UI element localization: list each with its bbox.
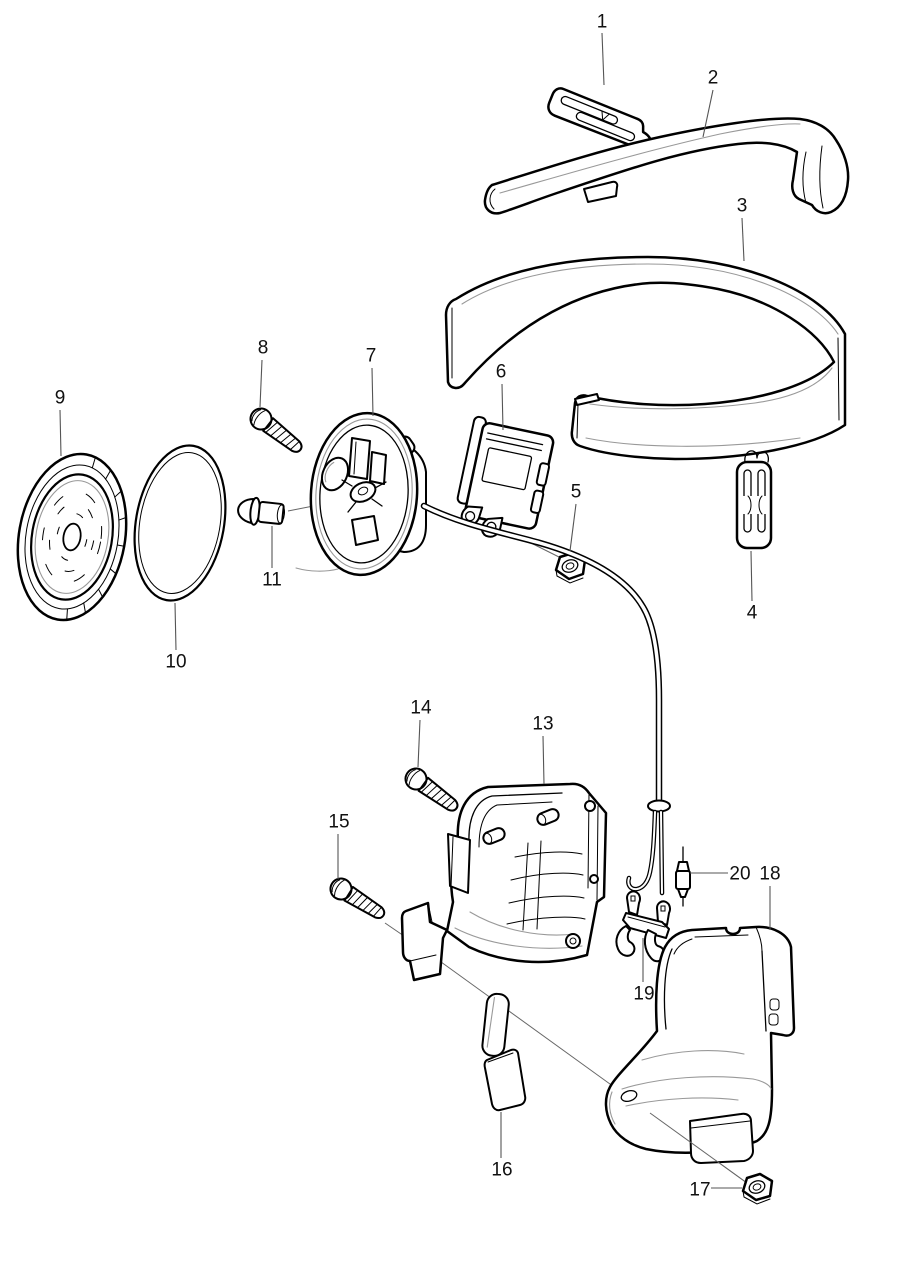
callout-label-8: 8 <box>258 338 269 359</box>
leader-line-9 <box>59 409 62 457</box>
leader-line-2 <box>702 89 714 138</box>
part-7-lamp-housing-assembly <box>287 411 427 577</box>
callout-label-14: 14 <box>410 698 432 719</box>
callout-label-15: 15 <box>328 812 349 833</box>
leader-line-8 <box>259 359 263 408</box>
callout-label-19: 19 <box>633 984 654 1005</box>
cable-grommet <box>647 799 671 813</box>
callout-label-17: 17 <box>689 1180 710 1201</box>
assembly-line-screw15 <box>384 922 405 937</box>
leader-line-14 <box>417 719 421 768</box>
part-19-wire-clip <box>615 890 671 963</box>
part-17-hex-nut-lower <box>741 1172 774 1205</box>
part-9-knurled-lens-ring <box>5 445 138 628</box>
part-10-o-ring-seal <box>123 438 237 608</box>
part-2-upper-headband-strap <box>483 117 850 215</box>
callout-layer: 1 2 3 4 5 6 7 8 9 10 11 13 14 15 16 17 18 19 20 <box>55 12 781 1201</box>
knurl-ticks <box>66 457 139 627</box>
callout-label-10: 10 <box>165 652 186 673</box>
callout-label-18: 18 <box>759 864 780 885</box>
leader-line-4 <box>750 550 753 602</box>
callout-label-2: 2 <box>708 68 719 89</box>
callout-label-16: 16 <box>491 1160 512 1181</box>
callout-label-1: 1 <box>597 12 608 33</box>
leader-line-3 <box>741 217 745 262</box>
part-13-switch-housing <box>400 782 608 982</box>
assembly-axis-line-over-cover <box>649 1112 748 1184</box>
part-4-strap-slide-buckle <box>735 450 773 550</box>
part-8-screw-upper <box>245 403 308 460</box>
leader-line-5 <box>569 503 577 552</box>
callout-label-13: 13 <box>532 714 553 735</box>
callout-label-3: 3 <box>737 196 748 217</box>
leader-line-1 <box>601 32 605 86</box>
part-11-contact-plug <box>237 496 286 526</box>
callout-label-9: 9 <box>55 388 66 409</box>
leader-line-10 <box>174 602 177 651</box>
callout-label-11: 11 <box>262 570 282 591</box>
lamp-wire-cable <box>420 502 671 896</box>
part-14-screw-middle <box>400 763 464 818</box>
part-15-screw-lower <box>325 873 390 926</box>
callout-label-7: 7 <box>366 346 377 367</box>
callout-label-6: 6 <box>496 362 507 383</box>
leader-line-6 <box>501 383 504 431</box>
part-3-headband-ring <box>444 255 847 461</box>
callout-label-4: 4 <box>747 603 758 624</box>
part-16-spring-strap <box>481 992 527 1112</box>
callout-label-5: 5 <box>571 482 582 503</box>
part-1-slotted-buckle-plate <box>547 87 652 151</box>
part-20-inline-connector <box>675 846 691 907</box>
leader-line-7 <box>371 367 374 417</box>
leader-line-13 <box>542 735 545 785</box>
part-18-battery-cover <box>604 925 796 1164</box>
callout-label-20: 20 <box>729 864 750 885</box>
